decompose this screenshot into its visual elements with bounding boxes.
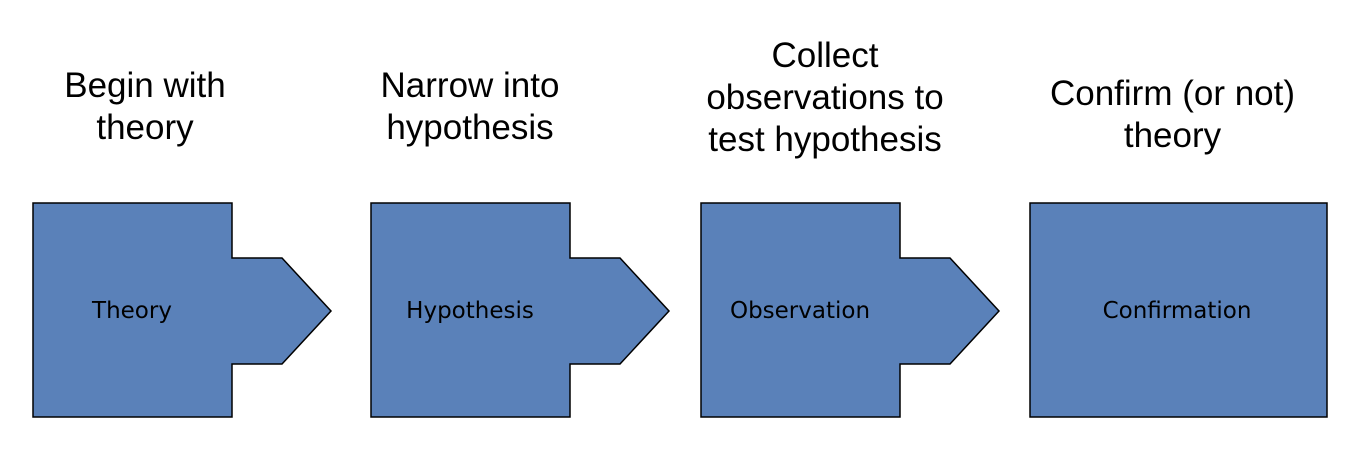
theory-arrow-box xyxy=(32,202,333,418)
observation-arrow-box xyxy=(700,202,1001,418)
caption-step-4: Confirm (or not) theory xyxy=(1049,74,1296,155)
hypothesis-label: Hypothesis xyxy=(406,298,534,324)
caption-step-1: Begin with theory xyxy=(64,66,226,147)
confirmation-box xyxy=(1029,202,1328,418)
step-shape-theory: Theory xyxy=(32,202,333,418)
theory-label: Theory xyxy=(91,298,172,324)
caption-step-3: Collect observations to test hypothesis xyxy=(706,36,944,159)
caption-step-2: Narrow into hypothesis xyxy=(380,66,560,147)
step-shape-observation: Observation xyxy=(700,202,1001,418)
step-shape-confirmation: Confirmation xyxy=(1029,202,1328,418)
confirmation-label: Confirmation xyxy=(1103,298,1252,324)
step-shape-hypothesis: Hypothesis xyxy=(370,202,671,418)
hypothesis-arrow-box xyxy=(370,202,671,418)
observation-label: Observation xyxy=(730,298,870,324)
